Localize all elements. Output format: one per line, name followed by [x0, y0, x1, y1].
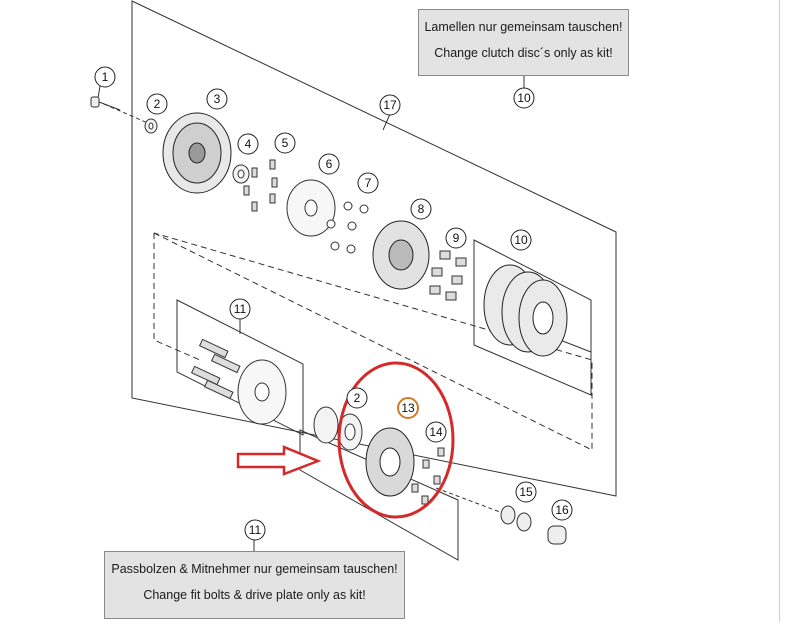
svg-text:9: 9: [453, 231, 460, 245]
svg-text:13: 13: [401, 401, 415, 415]
bolts-part-14: [411, 447, 445, 505]
callout-2: 2: [146, 93, 168, 115]
callout-4: 4: [237, 133, 259, 155]
callout-13: 13: [397, 397, 419, 419]
callout-3: 3: [206, 88, 228, 110]
bolt-part-1: [90, 96, 121, 111]
callout-1: 1: [94, 66, 116, 88]
assembly-frame-17: [131, 0, 617, 497]
callout-5: 5: [274, 132, 296, 154]
note-clutch-discs: Lamellen nur gemeinsam tauschen! Change …: [418, 9, 629, 76]
springs-part-9: [429, 250, 467, 301]
clutch-basket-part-3: [162, 112, 232, 194]
svg-text:10: 10: [514, 233, 528, 247]
svg-text:1: 1: [102, 70, 109, 84]
washer-part-4: [232, 164, 250, 184]
bushes-part-15: [500, 505, 532, 532]
svg-text:6: 6: [326, 157, 333, 171]
bolts-part-5: [243, 159, 278, 212]
svg-text:11: 11: [234, 302, 247, 316]
svg-text:7: 7: [365, 176, 372, 190]
note-bottom-ref: 11: [244, 519, 266, 541]
callout-14: 14: [425, 421, 447, 443]
drive-plate-part-11: [237, 359, 287, 425]
note-top-ref: 10: [513, 87, 535, 109]
svg-text:4: 4: [245, 137, 252, 151]
highlight-ellipse: [337, 361, 455, 519]
primary-gear-part-13: [365, 427, 415, 497]
callout-17: 17: [379, 94, 401, 116]
pressure-plate-part-6: [286, 179, 336, 237]
sleeve-part-16: [547, 525, 567, 545]
svg-text:5: 5: [282, 136, 289, 150]
note-top-line-de: Lamellen nur gemeinsam tauschen!: [424, 20, 623, 34]
pointer-arrow: [236, 445, 322, 476]
svg-text:14: 14: [429, 425, 443, 439]
page-edge-rule: [779, 0, 780, 622]
callout-2-lower: 2: [346, 387, 368, 409]
callout-15: 15: [515, 481, 537, 503]
callout-8: 8: [410, 198, 432, 220]
note-fit-bolts: Passbolzen & Mitnehmer nur gemeinsam tau…: [104, 551, 405, 619]
callout-9: 9: [445, 227, 467, 249]
note-top-line-en: Change clutch disc´s only as kit!: [434, 46, 613, 60]
drive-plate-frame: [176, 299, 304, 436]
svg-text:16: 16: [555, 503, 569, 517]
clutch-kit-frame: [473, 239, 592, 396]
fit-bolts-part-11: [190, 338, 241, 400]
callout-10: 10: [510, 229, 532, 251]
svg-text:2: 2: [354, 391, 361, 405]
clutch-hub-part-8: [372, 220, 430, 290]
callout-7: 7: [357, 172, 379, 194]
callout-6: 6: [318, 153, 340, 175]
svg-text:11: 11: [249, 523, 262, 537]
svg-text:3: 3: [214, 92, 221, 106]
note-bottom-line-de: Passbolzen & Mitnehmer nur gemeinsam tau…: [111, 562, 398, 576]
callout-11: 11: [229, 298, 251, 320]
svg-text:10: 10: [517, 91, 531, 105]
dashed-group-frame-left: [153, 233, 201, 361]
svg-text:8: 8: [418, 202, 425, 216]
dashed-group-frame: [153, 232, 593, 451]
svg-text:2: 2: [154, 97, 161, 111]
svg-text:17: 17: [383, 98, 397, 112]
note-bottom-line-en: Change fit bolts & drive plate only as k…: [143, 588, 366, 602]
washer-part-2: [144, 118, 158, 134]
callout-16: 16: [551, 499, 573, 521]
clutch-disc-pack-part-10: [483, 264, 568, 357]
rings-part-7: [326, 201, 369, 254]
washer-lower-part-2: [313, 406, 363, 451]
svg-text:15: 15: [519, 485, 533, 499]
